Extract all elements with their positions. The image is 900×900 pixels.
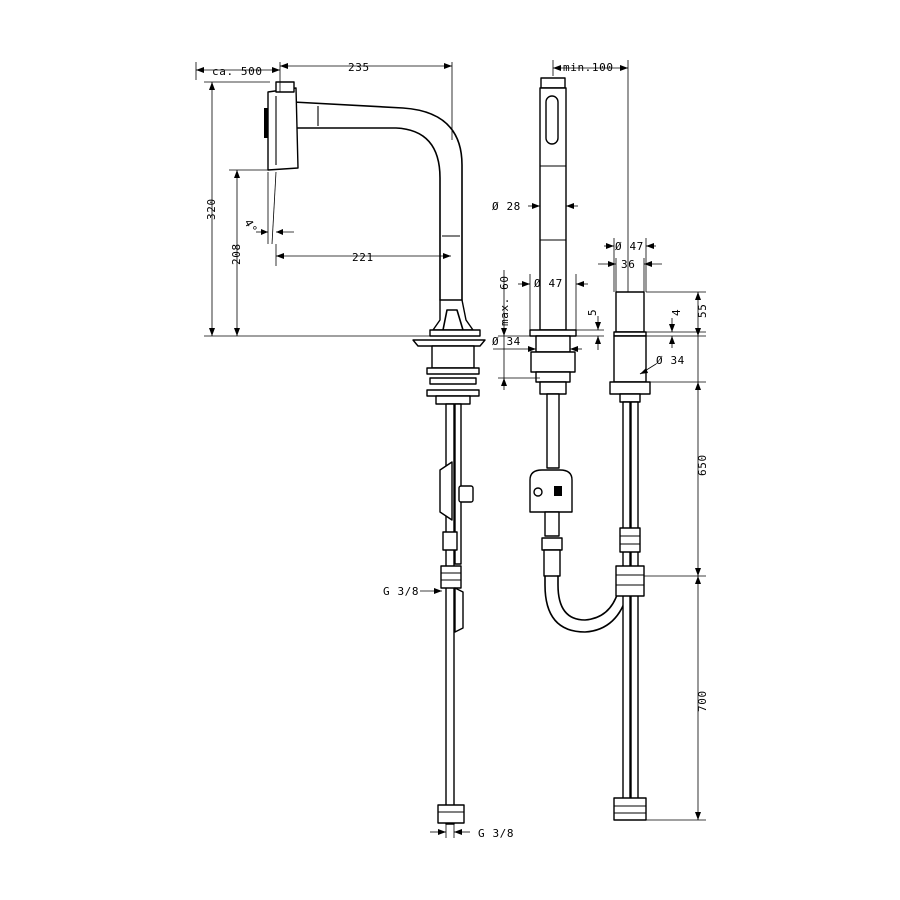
connecting-hose (544, 575, 629, 633)
control-knob (615, 291, 645, 333)
handle-cap (540, 77, 566, 89)
dim-rosette-height: 5 (586, 309, 599, 316)
dim-hole-dia-left: Ø 34 (492, 335, 521, 348)
dim-spout-reach: 235 (348, 61, 370, 74)
control-box-view (609, 291, 651, 821)
dim-hose-lower: 700 (696, 690, 709, 712)
dim-connection-side: G 3/8 (383, 585, 419, 598)
dim-box-dia: Ø 47 (615, 240, 644, 253)
dim-connection-bottom: G 3/8 (478, 827, 514, 840)
dim-box-width: 36 (621, 258, 635, 271)
dim-total-height: 320 (205, 198, 218, 220)
dim-outlet-height: 208 (230, 243, 243, 265)
dim-spray-angle: 4° (241, 217, 259, 236)
faucet-side-view (264, 81, 486, 825)
dim-base-dia: Ø 47 (534, 277, 563, 290)
supply-hose (445, 403, 455, 825)
dim-handle-dia: Ø 28 (492, 200, 521, 213)
valve-box (529, 469, 573, 513)
dimension-lines (195, 60, 706, 838)
dimension-labels: ca. 500 235 320 208 4° 221 G 3/8 G 3/8 m… (205, 61, 709, 840)
handle-front-view (529, 77, 629, 633)
spray-head (267, 87, 299, 171)
dim-hose-upper: 650 (696, 454, 709, 476)
dim-box-height: 55 (696, 304, 709, 318)
dim-min-distance: min.100 (563, 61, 614, 74)
faucet-base (432, 299, 474, 331)
dim-box-top-gap: 4 (670, 309, 683, 316)
dim-hole-dia-right: Ø 34 (656, 354, 685, 367)
dim-max-thickness: max. 60 (498, 275, 511, 326)
dim-outlet-reach: 221 (352, 251, 374, 264)
dim-spray-pullout: ca. 500 (212, 65, 263, 78)
